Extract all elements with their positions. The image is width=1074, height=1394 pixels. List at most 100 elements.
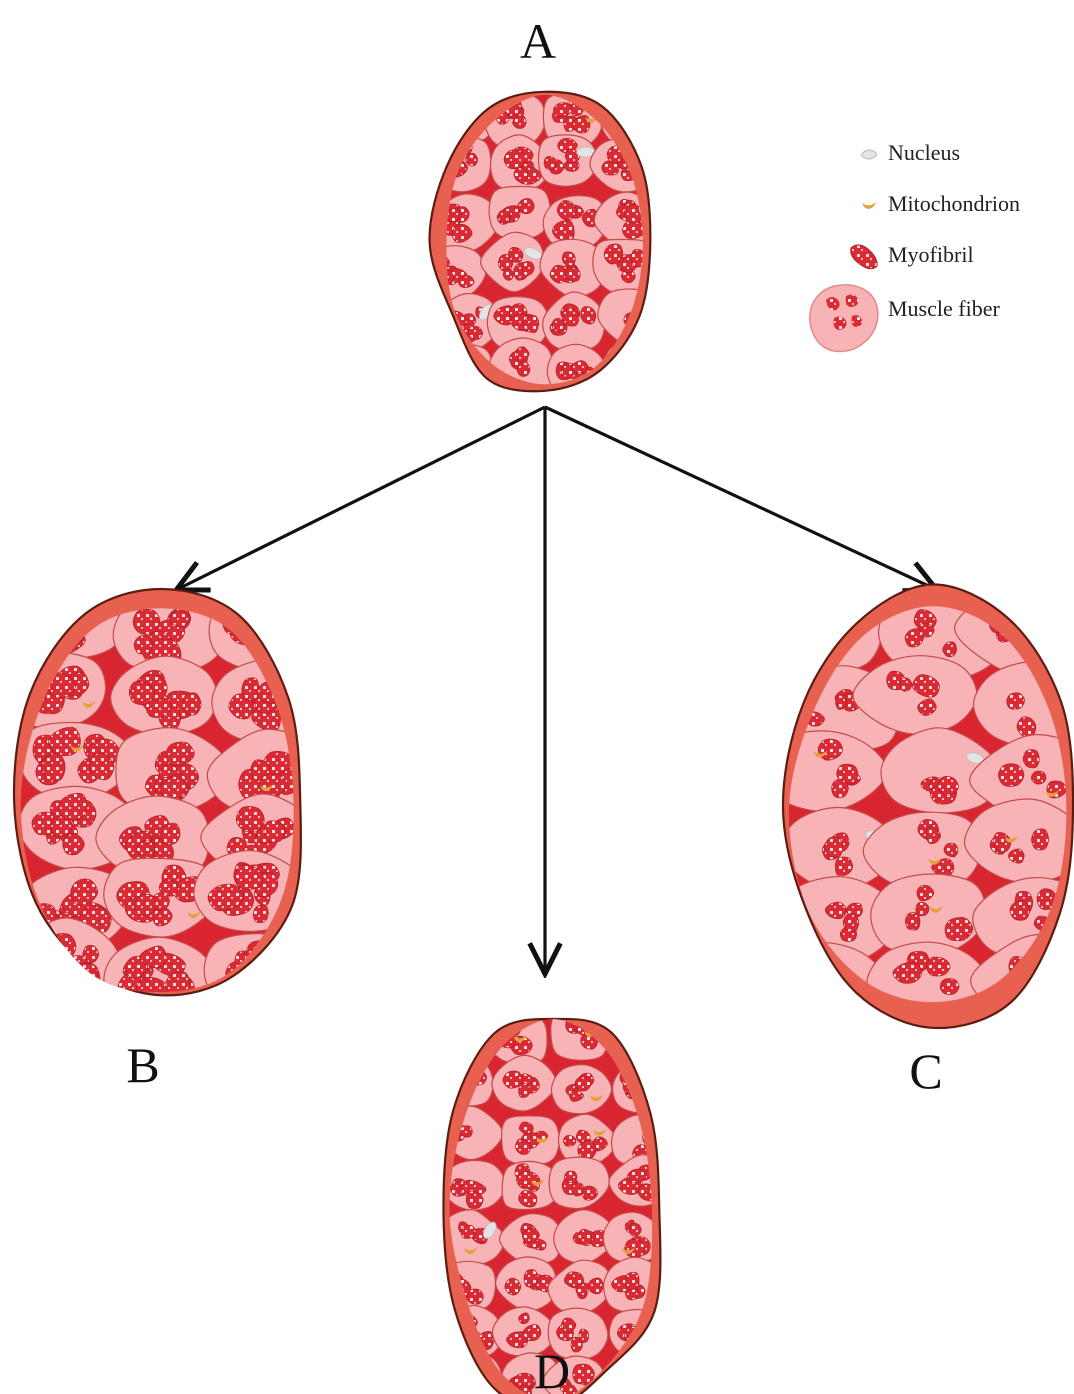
muscle-bundle-a [427,89,664,400]
panel-label-d: D [534,1343,570,1394]
myofibril [67,592,86,613]
myofibril [544,157,556,170]
myofibril [788,614,812,636]
myofibril [834,988,854,1006]
legend-item-nucleus: Nucleus [861,140,960,165]
myofibril [447,378,462,391]
myofibril [517,362,530,376]
myofibril [504,150,525,169]
myofibril [634,116,649,130]
myofibril [564,1171,576,1182]
myofibril [243,600,262,616]
myofibril [460,1025,477,1040]
myofibril [476,1022,489,1033]
myofibril [628,1387,641,1394]
myofibril [940,979,959,995]
myofibril [274,628,296,646]
legend-label: Myofibril [888,242,974,267]
myofibril [37,949,62,967]
myofibril [25,599,59,626]
legend-label: Mitochondrion [888,191,1020,216]
myofibril [461,1225,475,1238]
myofibril [1007,693,1025,709]
muscle-fiber-icon [810,285,878,352]
myofibril [1039,987,1064,1009]
myofibril [640,1336,660,1351]
myofibril [625,1240,645,1258]
legend-label: Muscle fiber [888,296,1000,321]
myofibril [905,913,919,931]
myofibril [251,602,272,620]
myofibril [811,973,829,987]
myofibril [826,617,841,630]
myofibril [836,695,847,709]
myofibril [575,1077,591,1091]
muscle-bundle-b [2,578,329,1022]
legend-item-muscle-fiber: Muscle fiber [810,285,1001,352]
myofibril [1037,612,1055,628]
myofibril [1010,901,1030,920]
myofibril [444,107,459,121]
myofibril [623,363,639,382]
myofibril [498,210,510,222]
panel-label-c: C [909,1043,942,1099]
myofibril [460,374,477,393]
myofibril [460,373,472,387]
myofibril [642,1036,658,1051]
myofibril [75,963,98,983]
myofibril [459,376,484,395]
myofibril [442,108,457,123]
panel-label-a: A [520,13,556,69]
myofibril [832,779,849,797]
myofibril [619,350,639,365]
myofibril [503,269,513,280]
myofibril [508,247,522,262]
myofibril [253,905,268,923]
myofibril [614,367,626,381]
myofibril [440,1072,456,1085]
myofibril [56,959,79,983]
myofibril [182,693,201,715]
myofibril [628,1372,639,1384]
myofibril [628,116,641,129]
legend-item-mitochondrion: Mitochondrion [862,191,1020,216]
myofibril [552,318,564,331]
myofibril [916,902,929,915]
myofibril [811,952,825,969]
arrow-a-to-b [178,407,545,589]
myofibril [822,605,844,627]
muscle-bundle-c [759,584,1074,1029]
legend-label: Nucleus [888,140,960,165]
myofibril [629,1223,641,1236]
mitochondrion [1022,994,1035,1001]
myofibril [562,252,575,266]
myofibril [1032,829,1049,850]
myofibril [47,590,70,610]
myofibril [452,1364,465,1377]
myofibril [945,917,973,940]
myofibril [242,678,259,701]
legend-item-myofibril: Myofibril [851,242,974,269]
myofibril [264,821,285,842]
mitochondrion [280,628,293,635]
myofibril [998,764,1023,787]
nucleus [296,680,315,700]
myofibril-icon [851,245,877,269]
myofibril [581,307,596,324]
myofibril [635,1020,649,1034]
myofibril [243,976,267,1005]
mitochondrion-icon [862,202,876,209]
myofibril [462,1036,473,1047]
panel-label-b: B [126,1037,159,1093]
myofibril [1036,604,1057,625]
legend: Nucleus Mitochondrion Myofibril Muscle f… [810,140,1020,351]
muscle-fiber [607,1361,672,1394]
myofibril [462,1362,477,1379]
myofibril [53,954,67,971]
myofibril [268,976,285,994]
myofibril [625,1272,639,1289]
myofibril [251,973,278,994]
muscle-bundle-d [435,1007,672,1394]
myofibril [236,806,264,832]
